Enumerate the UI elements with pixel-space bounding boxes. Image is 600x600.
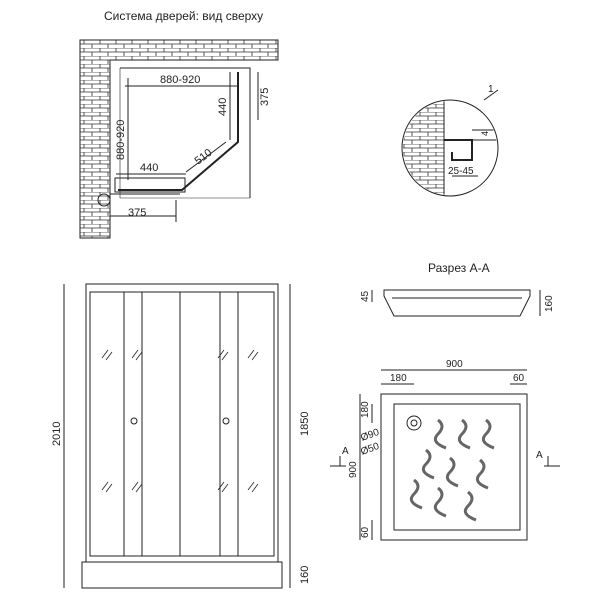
dim-right-rim: 60 [513, 373, 525, 384]
dim-door-height: 1850 [299, 412, 311, 436]
detail-marker: 1 [488, 84, 494, 95]
dim-depth: 880-920 [115, 120, 127, 160]
section-title: Разрез А-А [428, 261, 490, 275]
dim-total-height: 2010 [51, 422, 63, 446]
dim-tray-width: 900 [446, 359, 463, 370]
detail-gap: 4 [480, 131, 490, 136]
dim-drain-x: 180 [390, 373, 407, 384]
dim-bottom-offset: 375 [128, 207, 146, 219]
top-view-title: Система дверей: вид сверху [104, 9, 264, 23]
section-view [371, 289, 541, 317]
section-mark-right: A [536, 450, 543, 461]
front-view [63, 283, 291, 589]
dim-section-rim: 45 [360, 290, 371, 302]
dim-tray-depth: 900 [348, 461, 359, 478]
dim-d90: Ø90 [359, 427, 381, 444]
dim-drain-y: 180 [360, 401, 371, 418]
dim-right-offset: 375 [259, 88, 271, 106]
detail-view [401, 89, 499, 197]
detail-range: 25-45 [448, 166, 474, 177]
dim-tray-height: 160 [299, 566, 311, 584]
top-view [79, 39, 279, 239]
dim-front-panel: 440 [140, 162, 158, 174]
tray-plan [330, 369, 560, 541]
brick-wall [79, 39, 279, 239]
dim-bottom-rim: 60 [360, 526, 371, 538]
dim-section-height: 160 [544, 295, 555, 312]
section-mark-left: A [342, 446, 349, 457]
dim-width: 880-920 [160, 74, 200, 86]
dim-right-panel: 440 [217, 98, 229, 116]
